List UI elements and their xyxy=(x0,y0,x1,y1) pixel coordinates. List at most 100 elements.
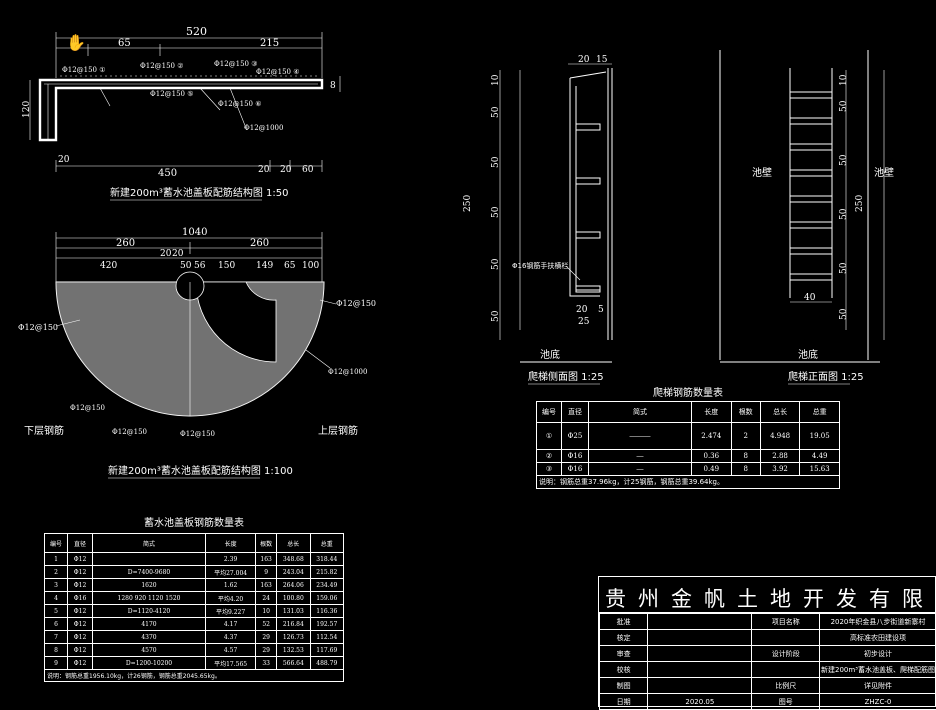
front-dim-50b: 50 xyxy=(839,154,849,166)
ladder-rebar-table: 编号 直径 简式 长度 根数 总长 总重 ① Φ25 ――― 2.474 2 4… xyxy=(536,401,840,489)
cover-cell: 5 xyxy=(45,605,68,618)
cover-cell: 24 xyxy=(256,592,277,605)
title-block-cell xyxy=(648,678,752,694)
plan-bar-1: Φ12@150 xyxy=(18,323,58,332)
plan-dim-50: 50 xyxy=(180,261,192,271)
side-dim-50d: 50 xyxy=(491,258,501,270)
cover-cell xyxy=(93,553,206,566)
plan-dim-149: 149 xyxy=(256,261,273,271)
company-name: 贵州金帆土地开发有限公 xyxy=(599,577,935,613)
cover-cell: 52 xyxy=(256,618,277,631)
side-dim-50e: 50 xyxy=(491,310,501,322)
lt-r1c2: ― xyxy=(589,450,692,463)
ct-h6: 总重 xyxy=(310,534,343,553)
plan-bar-3: Φ12@150 xyxy=(112,428,147,436)
title-block-cell: 日期 xyxy=(600,694,648,710)
front-wall-left: 池壁 xyxy=(752,166,772,179)
ladder-table-title: 爬梯钢筋数量表 xyxy=(536,384,840,399)
lt-r0c4: 2 xyxy=(731,423,760,450)
cover-table-title: 蓄水池盖板钢筋数量表 xyxy=(44,514,344,529)
cover-cell: 2.39 xyxy=(206,553,256,566)
side-rungs xyxy=(576,124,600,292)
plan-bar-2: Φ12@150 xyxy=(70,404,105,412)
beam-dim-65: 65 xyxy=(118,38,131,49)
beam-dim-450: 450 xyxy=(158,168,177,179)
lt-r2c6: 15.63 xyxy=(800,463,840,476)
lt-r0c2: ――― xyxy=(589,423,692,450)
lt-r1c4: 8 xyxy=(731,450,760,463)
side-dim-b20: 20 xyxy=(576,305,588,315)
ladder-side-view: 20 15 10 50 50 50 50 50 250 Φ16钢筋手扶横栏 20… xyxy=(463,55,612,384)
cover-cell: 159.06 xyxy=(310,592,343,605)
cover-cell: 163 xyxy=(256,553,277,566)
lt-h0: 编号 xyxy=(537,402,562,423)
front-dim-50d: 50 xyxy=(839,262,849,274)
plan-dim-half-right: 260 xyxy=(250,238,269,249)
title-block-row: 核定高标准农田建设项 xyxy=(600,630,936,646)
ct-h4: 根数 xyxy=(256,534,277,553)
beam-dim-left2: 20 xyxy=(58,155,70,165)
title-block-cell xyxy=(752,630,820,646)
cover-cell: 4570 xyxy=(93,644,206,657)
cover-cell: 4 xyxy=(45,592,68,605)
cover-cell: Φ12 xyxy=(68,553,93,566)
cover-cell: 112.54 xyxy=(310,631,343,644)
cover-cell: 4170 xyxy=(93,618,206,631)
plan-title: 新建200m³蓄水池盖板配筋结构图 1:100 xyxy=(108,464,293,477)
lt-r1c6: 4.49 xyxy=(800,450,840,463)
cover-cell: 平均4.20 xyxy=(206,592,256,605)
lt-h2: 简式 xyxy=(589,402,692,423)
title-block-cell: 详见附件 xyxy=(819,678,936,694)
beam-label-3: Φ12@150 ③ xyxy=(214,60,258,68)
cover-cell: 1 xyxy=(45,553,68,566)
title-block-cell xyxy=(648,662,752,678)
cover-cell: 488.79 xyxy=(310,657,343,670)
cover-cell: Φ12 xyxy=(68,618,93,631)
plan-dim-total: 1040 xyxy=(182,227,207,238)
cover-cell: 4.17 xyxy=(206,618,256,631)
cover-cell: 131.03 xyxy=(277,605,310,618)
cover-cell: 29 xyxy=(256,631,277,644)
hand-cursor-icon: ✋ xyxy=(66,33,86,52)
side-dim-50a: 50 xyxy=(491,106,501,118)
title-block-cell: 新建200m³蓄水池盖板、爬梯配筋图 xyxy=(819,662,936,678)
title-block-row: 制图比例尺详见附件 xyxy=(600,678,936,694)
title-block-cell: 制图 xyxy=(600,678,648,694)
lt-r1c0: ② xyxy=(537,450,562,463)
lt-r1c3: 0.36 xyxy=(692,450,732,463)
title-block-cell: 批准 xyxy=(600,614,648,630)
plan-left-label: 下层钢筋 xyxy=(24,424,64,437)
lt-h6: 总重 xyxy=(800,402,840,423)
beam-label-1: Φ12@150 ① xyxy=(62,66,106,74)
title-block-cell xyxy=(648,646,752,662)
side-rung-label: Φ16钢筋手扶横栏 xyxy=(512,261,568,270)
cover-cell: 192.57 xyxy=(310,618,343,631)
front-dim-50e: 50 xyxy=(839,308,849,320)
cover-cell: 10 xyxy=(256,605,277,618)
cover-cell: 7 xyxy=(45,631,68,644)
ct-h1: 直径 xyxy=(68,534,93,553)
cover-cell: 348.68 xyxy=(277,553,310,566)
cover-cell: D=1120-4120 xyxy=(93,605,206,618)
ct-h2: 简式 xyxy=(93,534,206,553)
front-dim-50a: 50 xyxy=(839,100,849,112)
cover-cell: 1620 xyxy=(93,579,206,592)
front-width: 40 xyxy=(804,293,816,303)
lt-r2c5: 3.92 xyxy=(760,463,800,476)
cover-cell: 4.57 xyxy=(206,644,256,657)
front-dim-50c: 50 xyxy=(839,208,849,220)
cover-cell: D=7400-9680 xyxy=(93,566,206,579)
beam-dim-20b: 20 xyxy=(280,165,292,175)
front-dim-250: 250 xyxy=(855,195,865,212)
title-block-cell: 2020年织金县八步街道新寨村 xyxy=(819,614,936,630)
